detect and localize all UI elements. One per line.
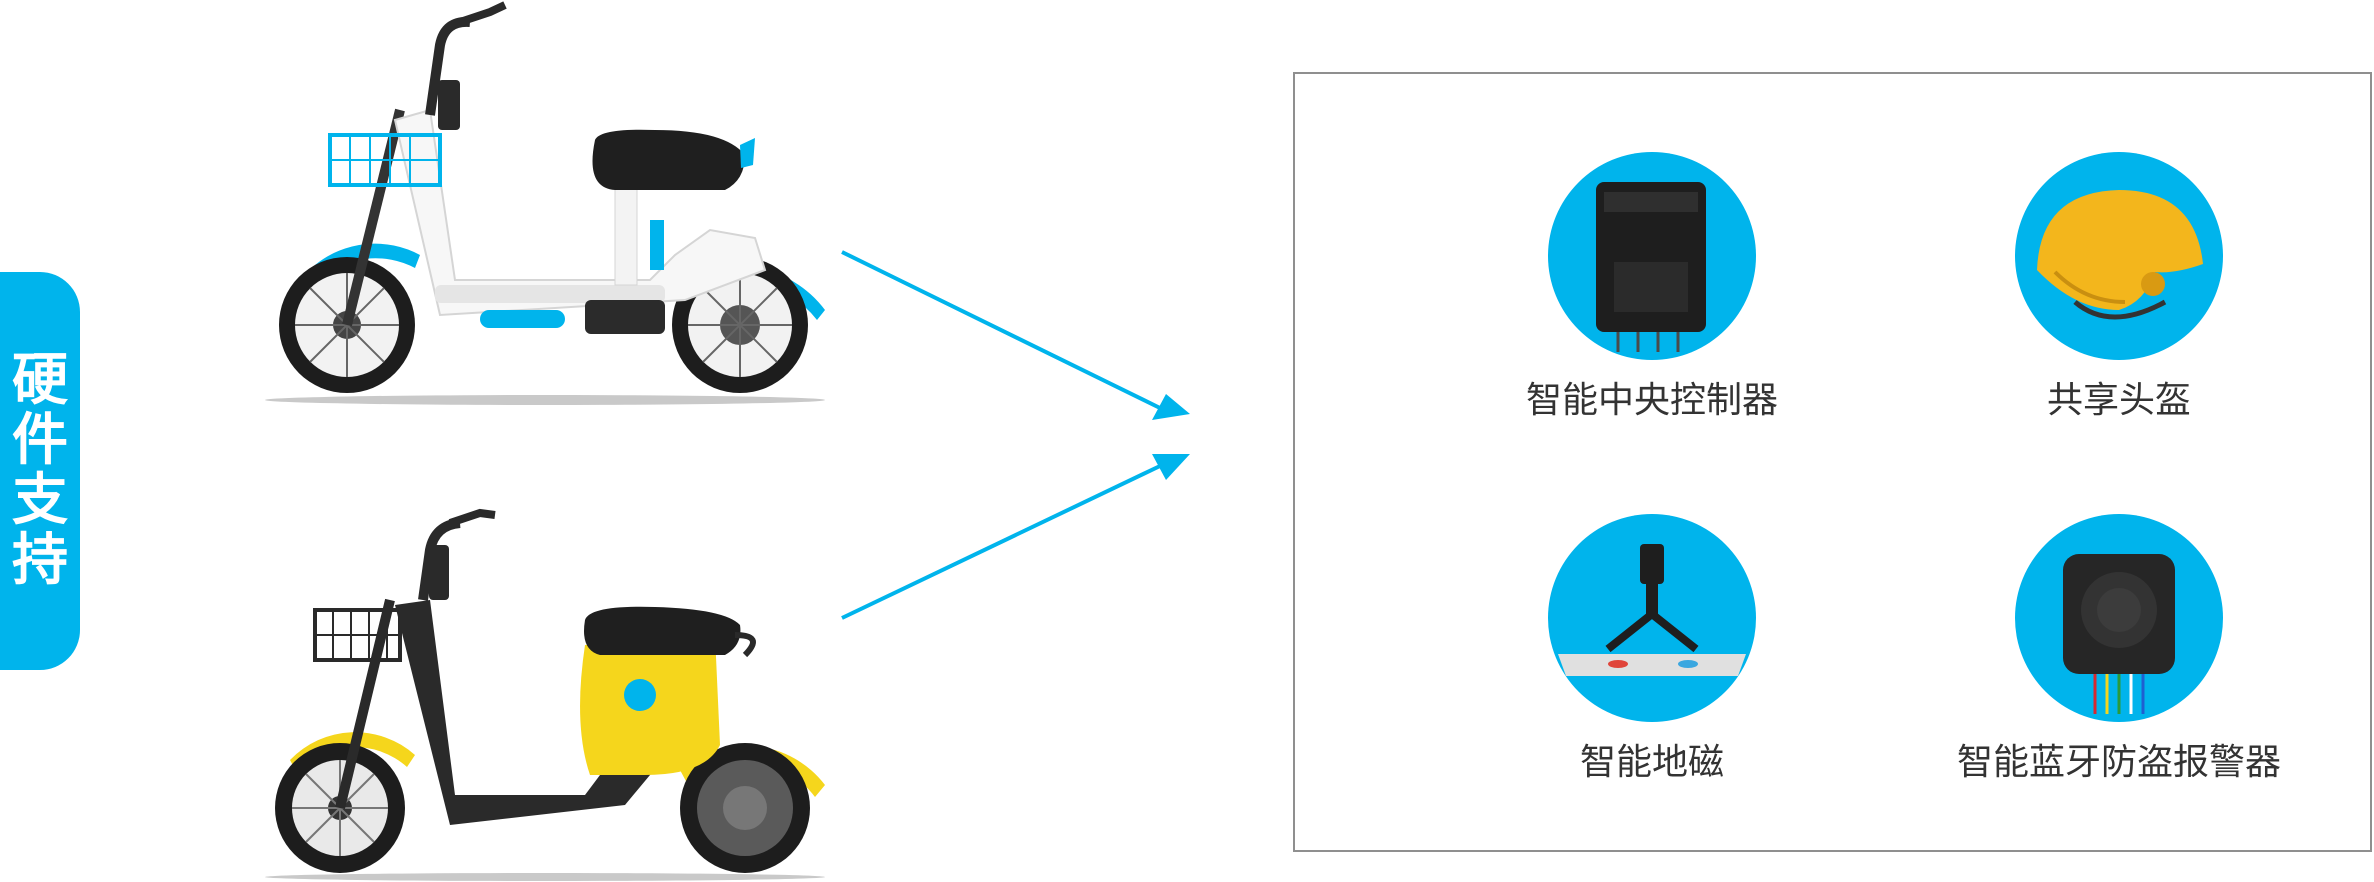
hardware-panel: 智能中央控制器 共享头盔 智能地磁 [1293, 72, 2372, 852]
arrow-top-icon [841, 250, 1190, 420]
hardware-support-label: 硬 件 支 持 [0, 272, 80, 670]
side-label-char: 硬 [12, 348, 68, 413]
hardware-item-label: 智能蓝牙防盗报警器 [1956, 742, 2281, 783]
controller-icon [1548, 152, 1756, 360]
hardware-item-label: 智能地磁 [1579, 742, 1724, 783]
hardware-item-controller: 智能中央控制器 [1442, 152, 1862, 424]
hardware-item-label: 智能中央控制器 [1525, 380, 1778, 421]
hardware-item-alarm: 智能蓝牙防盗报警器 [1909, 514, 2329, 786]
yellow-black-bike-icon [265, 508, 825, 881]
arrow-bottom-icon [841, 454, 1190, 620]
helmet-icon [2015, 152, 2223, 360]
geomagnetic-icon [1548, 514, 1756, 722]
hardware-item-geomagnetic: 智能地磁 [1442, 514, 1862, 786]
side-label-char: 持 [12, 528, 68, 593]
hardware-item-label: 共享头盔 [2046, 380, 2191, 421]
white-blue-bike-icon [265, 1, 825, 405]
side-label-char: 支 [12, 468, 68, 533]
arrows [841, 250, 1190, 620]
side-label-char: 件 [12, 408, 68, 473]
hardware-item-helmet: 共享头盔 [1909, 152, 2329, 424]
alarm-icon [2015, 514, 2223, 722]
